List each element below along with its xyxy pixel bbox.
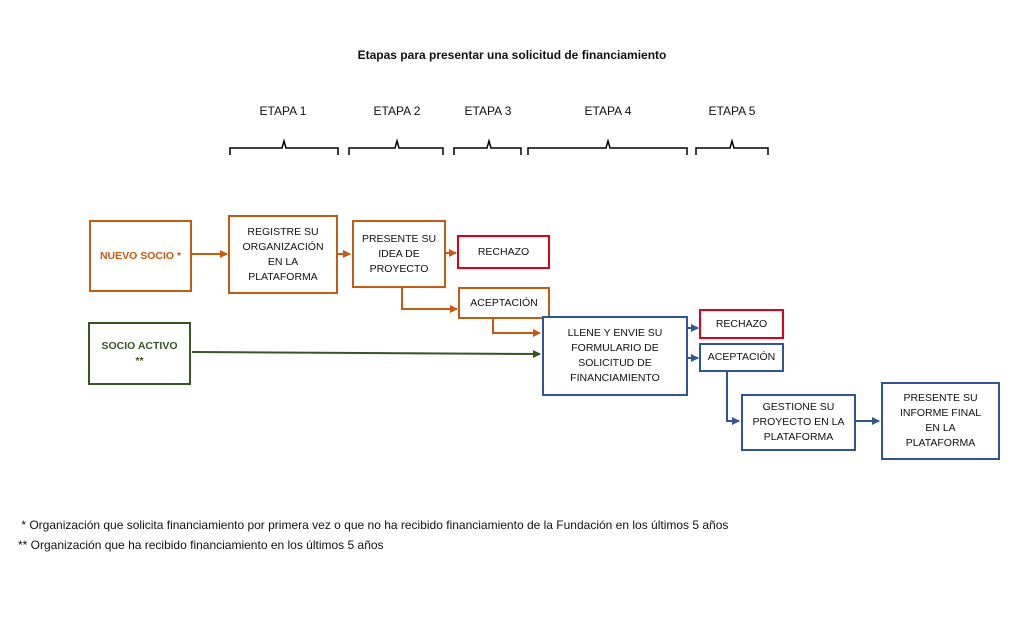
stage-4-bracket (527, 138, 688, 155)
presente-idea-box: PRESENTE SU IDEA DE PROYECTO (352, 220, 446, 288)
stage-1-label: ETAPA 1 (259, 104, 307, 118)
llene-formulario-box: LLENE Y ENVIE SU FORMULARIO DE SOLICITUD… (542, 316, 688, 396)
gestione-proyecto-label: GESTIONE SU PROYECTO EN LA PLATAFORMA (752, 401, 845, 443)
stage-2-label: ETAPA 2 (373, 104, 421, 118)
registre-label: REGISTRE SU ORGANIZACIÓN EN LA PLATAFORM… (242, 225, 324, 283)
aceptacion-1-box: ACEPTACIÓN (458, 287, 550, 319)
aceptacion-2-box: ACEPTACIÓN (699, 343, 784, 372)
informe-final-box: PRESENTE SU INFORME FINAL EN LA PLATAFOR… (881, 382, 1000, 460)
rechazo-1-label: RECHAZO (477, 245, 530, 258)
stage-4-label: ETAPA 4 (584, 104, 632, 118)
stage-5-label: ETAPA 5 (708, 104, 756, 118)
llene-formulario-label: LLENE Y ENVIE SU FORMULARIO DE SOLICITUD… (567, 327, 663, 384)
stage-5-bracket (695, 138, 769, 155)
informe-final-label: PRESENTE SU INFORME FINAL EN LA PLATAFOR… (899, 392, 982, 449)
stage-3-bracket (453, 138, 522, 155)
socio-activo-label: SOCIO ACTIVO ** (101, 339, 178, 367)
stage-3-label: ETAPA 3 (464, 104, 512, 118)
aceptacion-1-label: ACEPTACIÓN (470, 296, 538, 309)
page-title: Etapas para presentar una solicitud de f… (357, 48, 667, 62)
rechazo-2-label: RECHAZO (715, 317, 768, 330)
rechazo-2-box: RECHAZO (699, 309, 784, 339)
registre-box: REGISTRE SU ORGANIZACIÓN EN LA PLATAFORM… (228, 215, 338, 294)
stage-2-bracket (348, 138, 444, 155)
gestione-proyecto-box: GESTIONE SU PROYECTO EN LA PLATAFORMA (741, 394, 856, 451)
socio-activo-box: SOCIO ACTIVO ** (88, 322, 191, 385)
footnote-1: * Organización que solicita financiamien… (18, 518, 729, 532)
nuevo-socio-label: NUEVO SOCIO * (99, 249, 182, 262)
stage-1-bracket (229, 138, 339, 155)
rechazo-1-box: RECHAZO (457, 235, 550, 269)
aceptacion-2-label: ACEPTACIÓN (707, 351, 776, 363)
presente-idea-label: PRESENTE SU IDEA DE PROYECTO (361, 232, 437, 275)
footnote-2: ** Organización que ha recibido financia… (18, 538, 384, 552)
nuevo-socio-box: NUEVO SOCIO * (89, 220, 192, 292)
